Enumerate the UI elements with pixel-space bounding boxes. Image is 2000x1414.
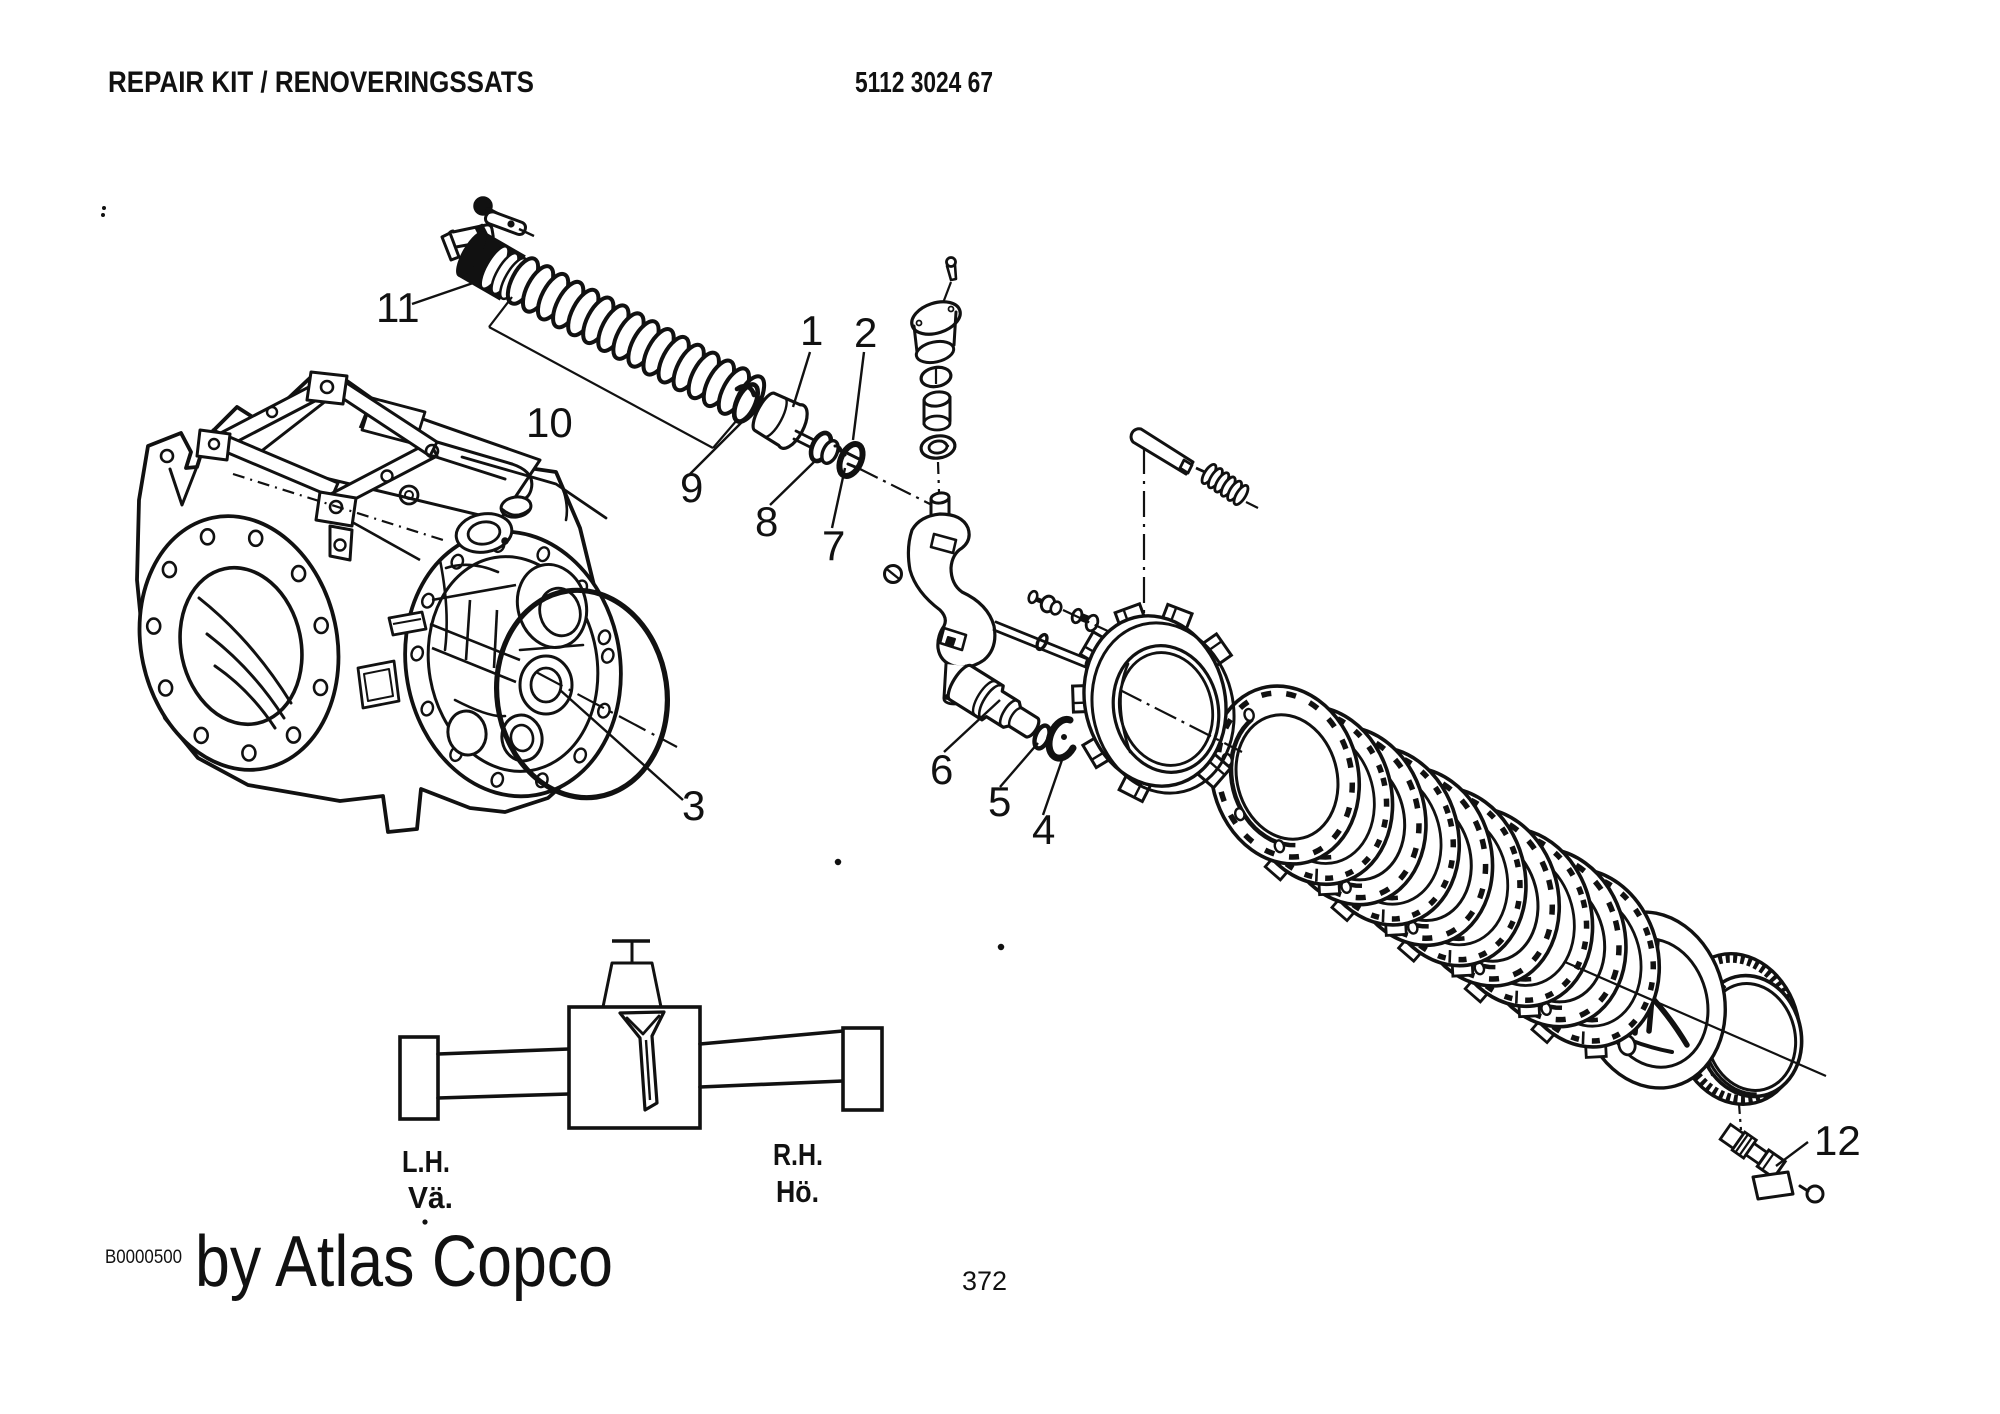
svg-text:5112 3024 67: 5112 3024 67: [855, 67, 993, 99]
svg-text:L.H.: L.H.: [402, 1144, 450, 1179]
svg-text:1: 1: [800, 307, 823, 354]
svg-text:by Atlas Copco: by Atlas Copco: [195, 1222, 613, 1302]
svg-text:10: 10: [526, 399, 573, 446]
svg-text:8: 8: [755, 498, 778, 545]
svg-text:9: 9: [680, 464, 703, 511]
svg-text:Hö.: Hö.: [776, 1174, 819, 1209]
svg-text:4: 4: [1032, 806, 1055, 853]
svg-text:R.H.: R.H.: [773, 1137, 823, 1172]
svg-text:B0000500: B0000500: [105, 1247, 182, 1268]
svg-text:6: 6: [930, 746, 953, 793]
svg-text:2: 2: [854, 309, 877, 356]
svg-text:11: 11: [376, 284, 420, 331]
svg-text:REPAIR KIT / RENOVERINGSSATS: REPAIR KIT / RENOVERINGSSATS: [108, 66, 534, 99]
svg-text:Vä.: Vä.: [408, 1180, 453, 1215]
svg-text:7: 7: [822, 522, 845, 569]
svg-text:3: 3: [682, 782, 705, 829]
svg-text:5: 5: [988, 778, 1011, 825]
svg-text:372: 372: [962, 1266, 1007, 1296]
svg-text:12: 12: [1814, 1117, 1861, 1164]
